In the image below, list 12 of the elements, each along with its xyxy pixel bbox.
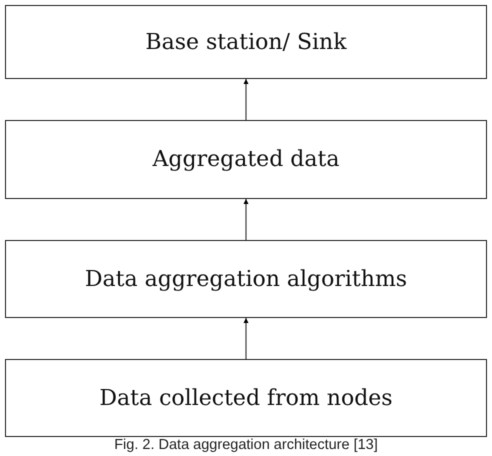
box-label: Aggregated data (152, 147, 340, 172)
arrow (244, 79, 248, 120)
box-label: Base station/ Sink (145, 30, 347, 54)
box-label: Data aggregation algorithms (84, 266, 408, 292)
arrow (244, 199, 248, 240)
box-label: Data collected from nodes (99, 386, 393, 410)
process-box (5, 120, 487, 199)
process-box (5, 240, 487, 318)
process-box (5, 5, 487, 79)
figure-caption: Fig. 2. Data aggregation architecture [13] (113, 437, 379, 454)
process-box (5, 359, 487, 437)
arrow (244, 318, 248, 359)
